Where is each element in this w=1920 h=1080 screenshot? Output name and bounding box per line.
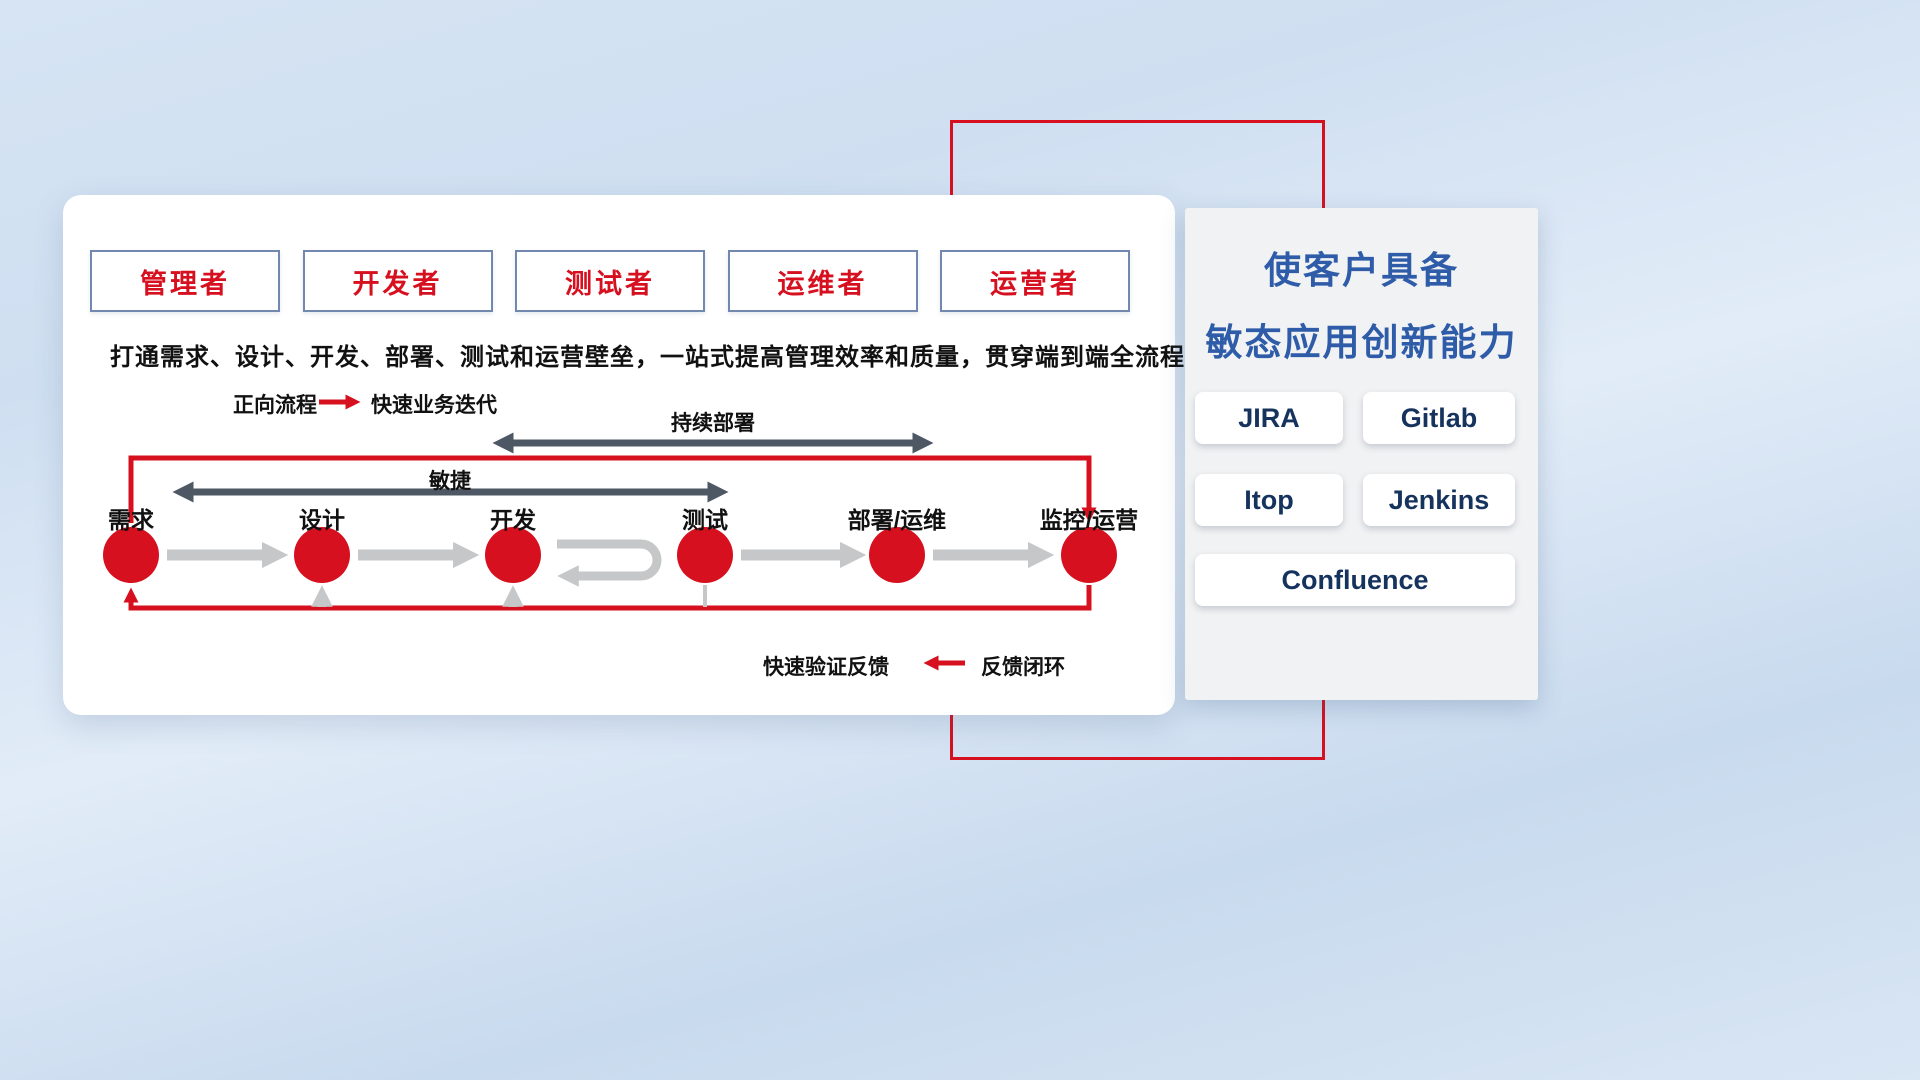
tool-badge-itop: Itop [1195,474,1343,526]
capability-panel: 使客户具备 敏态应用创新能力 JIRA Gitlab Itop Jenkins … [1185,208,1538,700]
forward-loop-line [128,455,1097,523]
stage-label-test: 测试 [682,507,728,533]
capability-title-line2: 敏态应用创新能力 [1205,322,1518,363]
role-box-operator: 运营者 [940,250,1130,312]
roles-row: 管理者 开发者 测试者 运维者 运营者 [90,250,1130,312]
dev-test-loop-arrow [557,539,662,587]
role-box-tester: 测试者 [515,250,705,312]
stage-label-dev: 开发 [490,507,536,533]
flow-diagram [103,394,1117,671]
tool-badge-gitlab: Gitlab [1363,392,1515,444]
stage-circle-test [677,527,733,583]
tool-badge-jenkins: Jenkins [1363,474,1515,526]
stage-circle-dev [485,527,541,583]
legend-feedback-label: 反馈闭环 [981,656,1065,679]
stage-label-design: 设计 [299,507,345,533]
role-box-developer: 开发者 [302,250,493,312]
stage-circle-deploy [869,527,925,583]
stage-circle-design [294,527,350,583]
stage-label-deploy: 部署/运维 [847,507,947,533]
stage-circle-demand [103,527,159,583]
capability-title-line1: 使客户具备 [1264,250,1459,291]
role-box-manager: 管理者 [90,250,280,312]
legend-forward-label: 正向流程 [233,394,317,417]
role-box-ops: 运维者 [727,250,918,312]
tool-badge-confluence: Confluence [1195,554,1515,606]
legend-feedback-desc: 快速验证反馈 [763,656,889,679]
flow-subtitle: 打通需求、设计、开发、部署、测试和运营壁垒，一站式提高管理效率和质量，贯穿端到端… [110,344,1185,371]
devops-flow-card: 管理者 开发者 测试者 运维者 运营者 打通需求、设计、开发、部署、测试和运营壁… [63,195,1185,715]
stage-circle-monitor [1061,527,1117,583]
continuous-deploy-label: 持续部署 [671,412,755,435]
stage-label-monitor: 监控/运营 [1039,507,1139,533]
tool-badge-jira: JIRA [1195,392,1343,444]
feedback-loop-line [123,585,1092,611]
stage-label-demand: 需求 [108,507,154,533]
legend-forward-desc: 快速业务迭代 [371,394,497,417]
agile-label: 敏捷 [429,470,471,493]
